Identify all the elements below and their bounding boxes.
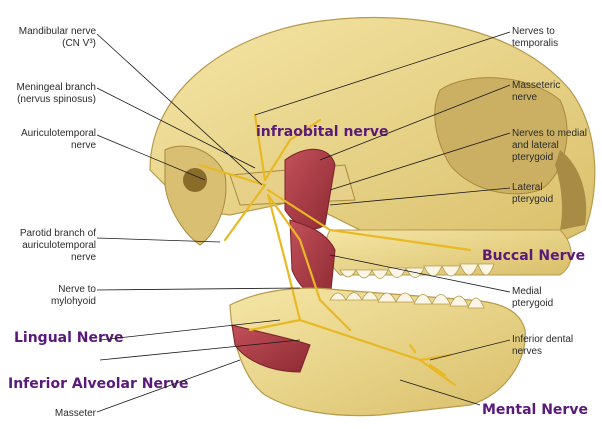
overlay-mental-nerve: Mental Nerve (482, 402, 588, 418)
label-parotid-branch: Parotid branch of auriculotemporal nerve (19, 228, 96, 263)
label-auriculotemporal-nerve: Auriculotemporal nerve (20, 128, 96, 151)
label-nerve-to-mylohyoid: Nerve to mylohyoid (50, 284, 96, 307)
overlay-lingual-nerve: Lingual Nerve (14, 330, 124, 346)
label-masseter: Masseter (54, 408, 96, 419)
label-nerves-to-temporalis: Nerves to temporalis (512, 26, 559, 49)
label-nerves-to-pterygoid: Nerves to medial and lateral pterygoid (512, 128, 588, 163)
label-meningeal-branch: Meningeal branch (nervus spinosus) (16, 82, 97, 105)
label-lateral-pterygoid: Lateral pterygoid (512, 182, 554, 205)
nerve-branches (198, 113, 472, 387)
ear-canal (183, 168, 207, 192)
label-medial-pterygoid: Medial pterygoid (512, 286, 554, 309)
label-inferior-dental-nerves: Inferior dental nerves (512, 334, 574, 357)
label-masseteric-nerve: Masseteric nerve (512, 80, 561, 103)
nasal-cavity (555, 150, 587, 230)
overlay-infraorbital-nerve: infraobital nerve (256, 124, 389, 140)
temporal-bone (164, 145, 227, 246)
label-mandibular-nerve: Mandibular nerve (CN V³) (18, 26, 96, 49)
overlay-inferior-alveolar-nerve: Inferior Alveolar Nerve (8, 376, 189, 392)
overlay-buccal-nerve: Buccal Nerve (482, 248, 586, 264)
lower-teeth (329, 291, 485, 309)
